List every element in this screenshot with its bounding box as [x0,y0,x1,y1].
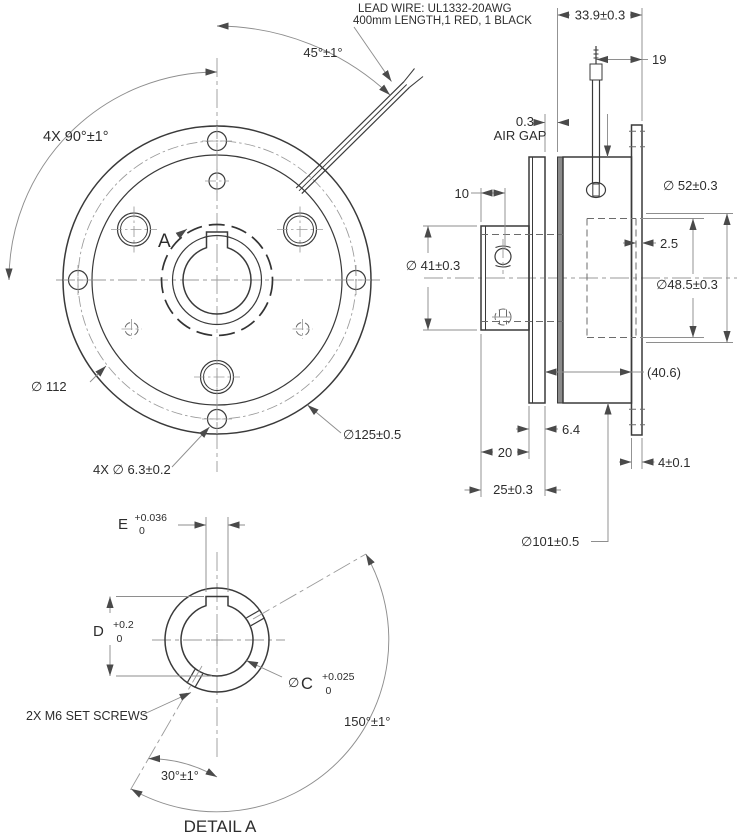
pilot-dia-label: ∅48.5±0.3 [656,277,718,292]
mounting-flange [630,124,643,436]
mount-holes-label: 4X ∅ 6.3±0.2 [93,462,171,477]
air-gap-label: AIR GAP [494,128,547,143]
body-dia-leader [591,403,612,542]
angle-30-label: 30°±1° [161,769,199,783]
detail-a-arrow [175,228,188,239]
dim-boss-offset-label: 2.5 [660,236,678,251]
armature-plate [528,156,546,404]
dim-depth-label: 25±0.3 [493,482,533,497]
torque-hole-upper-right [277,206,323,253]
dim-armature-label: 6.4 [562,422,580,437]
keyway-width-lower-tol: 0 [139,525,145,537]
hub-set-screw-bottom [492,308,514,326]
mounting-hole-top [202,126,232,156]
keyway-width-letter: E [118,516,128,533]
front-view: A 45°±1° 4X 90°±1° ∅ 112 ∅125±0.5 4X ∅ 6… [5,3,532,477]
mounting-hole-right [341,265,371,295]
detail-a-letter: A [158,231,171,252]
dim-overall-label: 33.9±0.3 [575,8,626,23]
air-gap-value: 0.3 [516,114,534,129]
mount-holes-leader [171,426,210,468]
keyway-depth-lower-tol: 0 [117,633,123,645]
bore-upper-tol: +0.025 [322,671,355,683]
lead-wire-note-line2: 400mm LENGTH,1 RED, 1 BLACK [353,15,532,27]
dim-ref-label: (40.6) [647,365,681,380]
set-screws-leader [141,692,192,716]
bore-lower-tol: 0 [326,685,332,697]
lead-wire-exit [585,46,607,199]
rotor-boss-dia-label: ∅ 52±0.3 [663,178,718,193]
angle-150-label: 150°±1° [344,714,390,729]
detail-title: DETAIL A [184,817,257,836]
bolt-circle-label: ∅ 112 [31,379,67,394]
mounting-hole-left [63,265,93,295]
bore-dia-symbol: ∅ [288,675,299,690]
side-view: 33.9±0.3 19 0.3 AIR GAP 10 ∅ 41±0.3 ∅ 52… [406,7,737,549]
keyway-width-upper-tol: +0.036 [135,512,168,524]
dim-wire-offset-label: 19 [652,52,666,67]
angle-90-label: 4X 90°±1° [43,129,109,145]
mounting-hole-bottom [202,404,232,434]
dim-hub-len-label: 20 [498,445,512,460]
wire-end-stub [403,68,415,83]
keyway-depth-upper-tol: +0.2 [113,619,134,631]
lead-wire-leader [353,26,392,82]
rotor-hub-circle [171,234,263,326]
hub-set-screw-top [494,239,512,274]
torque-hole-upper-left [111,206,157,253]
wire-connector [589,63,603,81]
dim-flange-thk-label: 4±0.1 [658,455,690,470]
body-dia-label: ∅101±0.5 [521,534,579,549]
detail-a-boundary-circle [160,223,274,337]
torque-hole-bottom [194,354,240,400]
pilot-hole-top [205,169,229,193]
lead-wire-cable [295,68,424,195]
pilot-hole-lower-right [292,319,313,339]
grommet [585,181,607,199]
angle-150-arc [130,553,390,813]
keyway-depth-letter: D [93,623,104,640]
lead-wire-note-line1: LEAD WIRE: UL1332-20AWG [358,3,512,15]
bore-letter: C [301,675,313,693]
bolt-circle-leader [89,365,107,383]
pilot-hole-lower-left [121,319,142,339]
flange-dia-leader [307,404,342,434]
wire-end-stub [409,76,424,88]
hub-dia-label: ∅ 41±0.3 [406,258,461,273]
angle-45-label: 45°±1° [303,45,342,60]
set-screw-axis-upper [252,553,367,620]
angle-45-arc [216,22,391,96]
friction-disc [557,156,564,404]
set-screws-label: 2X M6 SET SCREWS [26,709,148,723]
flange-dia-label: ∅125±0.5 [343,427,401,442]
dim-hub-screw-label: 10 [455,186,469,201]
angle-30-arc [148,755,218,778]
angle-90-arc [5,68,218,281]
coil-body [562,156,633,404]
det: E +0.036 0 D +0.2 0 ∅ C +0.025 0 150°±1°… [26,512,390,836]
